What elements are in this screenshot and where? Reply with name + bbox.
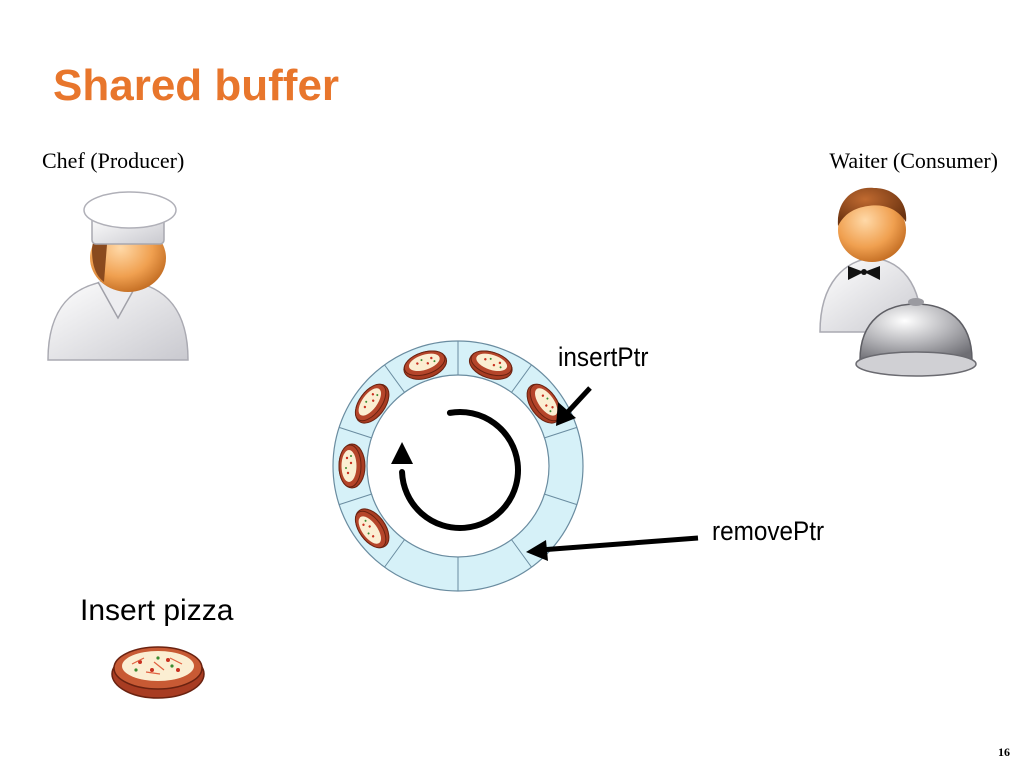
insert-pointer-label: insertPtr [558,342,649,372]
buffer-slot-divider [544,493,578,506]
buffer-pizzas [338,350,562,549]
buffer-pizza [354,383,390,424]
circular-arrow-icon [391,409,521,531]
insert-pizza-label: Insert pizza [80,594,234,627]
buffer-ring-inner [366,374,550,558]
producer-label: Chef (Producer) [42,148,185,173]
buffer-slot-divider [544,426,578,439]
consumer-label: Waiter (Consumer) [829,148,998,173]
insert-pointer-arrow [556,386,592,426]
buffer-pizza [403,350,448,380]
buffer-slot-divider [384,539,405,568]
buffer-ring-outer [332,340,584,592]
buffer-pizza [354,508,390,549]
buffer-slot-divider [511,539,532,568]
remove-pointer-arrow [526,535,699,561]
buffer-slot-divider [338,493,372,506]
buffer-slot-divider [384,364,405,393]
page-title: Shared buffer [53,61,340,110]
buffer-pizza [526,383,562,424]
buffer-slot-divider [338,426,372,439]
buffer-pizza [468,350,513,380]
buffer-slot-divider [511,364,532,393]
remove-pointer-label: removePtr [712,516,825,546]
buffer-pizza [338,443,366,489]
buffer-ring [332,340,584,592]
page-number: 16 [998,745,1010,759]
